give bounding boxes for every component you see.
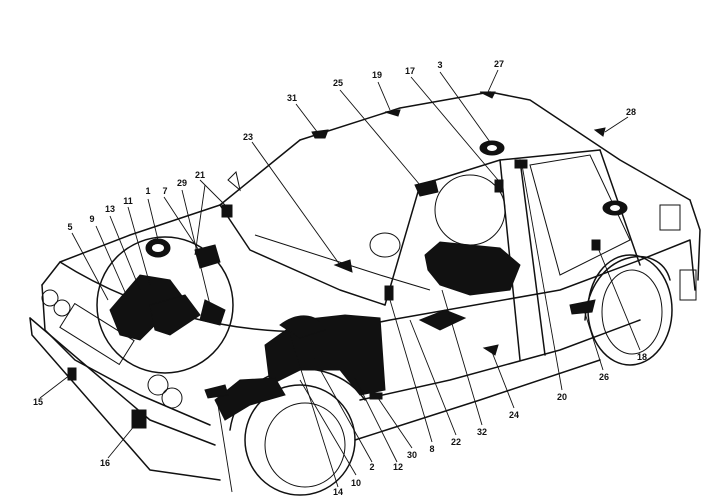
insulation-pad-18 [591, 239, 601, 251]
callout-14: 14 [333, 487, 343, 497]
insulation-pad-7 [194, 244, 221, 269]
callout-11: 11 [123, 196, 133, 206]
callout-26: 26 [599, 372, 609, 382]
callout-31: 31 [287, 93, 297, 103]
callout-13: 13 [105, 204, 115, 214]
insulation-pad-23 [333, 259, 353, 273]
callout-21: 21 [195, 170, 205, 180]
leader-lines [39, 69, 641, 493]
insulation-pad-15 [67, 367, 77, 381]
insulation-pad-14 [279, 315, 326, 339]
insulation-pad-8 [384, 285, 394, 301]
insulation-pad-19 [384, 109, 401, 117]
callout-9: 9 [89, 214, 94, 224]
insulation-pad-28b [593, 127, 606, 137]
callout-22: 22 [451, 437, 461, 447]
callout-18: 18 [637, 352, 647, 362]
insulation-pad-29 [199, 299, 226, 326]
callout-16: 16 [100, 458, 110, 468]
insulation-pad-13 [149, 294, 201, 336]
callout-7: 7 [162, 186, 167, 196]
callout-32: 32 [477, 427, 487, 437]
callout-23: 23 [243, 132, 253, 142]
insulation-pad-26 [569, 299, 596, 315]
callout-2: 2 [369, 462, 374, 472]
callout-1: 1 [145, 186, 150, 196]
insulation-pad-24 [482, 344, 499, 356]
callout-labels: 1235789101112131415161718192021222324252… [33, 59, 647, 497]
callout-20: 20 [557, 392, 567, 402]
callout-10: 10 [351, 478, 361, 488]
insulation-pad-25 [414, 179, 439, 197]
callout-28: 28 [626, 107, 636, 117]
insulation-pad-16 [131, 409, 147, 429]
insulation-pad-27 [479, 91, 496, 99]
callout-19: 19 [372, 70, 382, 80]
insulation-pad-31 [311, 129, 329, 139]
callout-24: 24 [509, 410, 519, 420]
insulation-parts [67, 91, 628, 429]
callout-27: 27 [494, 59, 504, 69]
insulation-pad-20 [514, 159, 528, 169]
engine-bay-detail [96, 236, 234, 374]
callout-5: 5 [67, 222, 72, 232]
callout-30: 30 [407, 450, 417, 460]
callout-15: 15 [33, 397, 43, 407]
callout-3: 3 [437, 60, 442, 70]
callout-12: 12 [393, 462, 403, 472]
insulation-pad-10 [214, 377, 286, 421]
insulation-pad-2 [204, 384, 229, 399]
callout-29: 29 [177, 178, 187, 188]
callout-17: 17 [405, 66, 415, 76]
callout-25: 25 [333, 78, 343, 88]
callout-8: 8 [429, 444, 434, 454]
insulation-pad-30 [369, 392, 383, 400]
insulation-pad-22 [418, 309, 467, 331]
insulation-pad-17 [494, 179, 504, 193]
insulation-pad-21 [221, 204, 233, 218]
insulation-pad-32 [424, 241, 521, 296]
